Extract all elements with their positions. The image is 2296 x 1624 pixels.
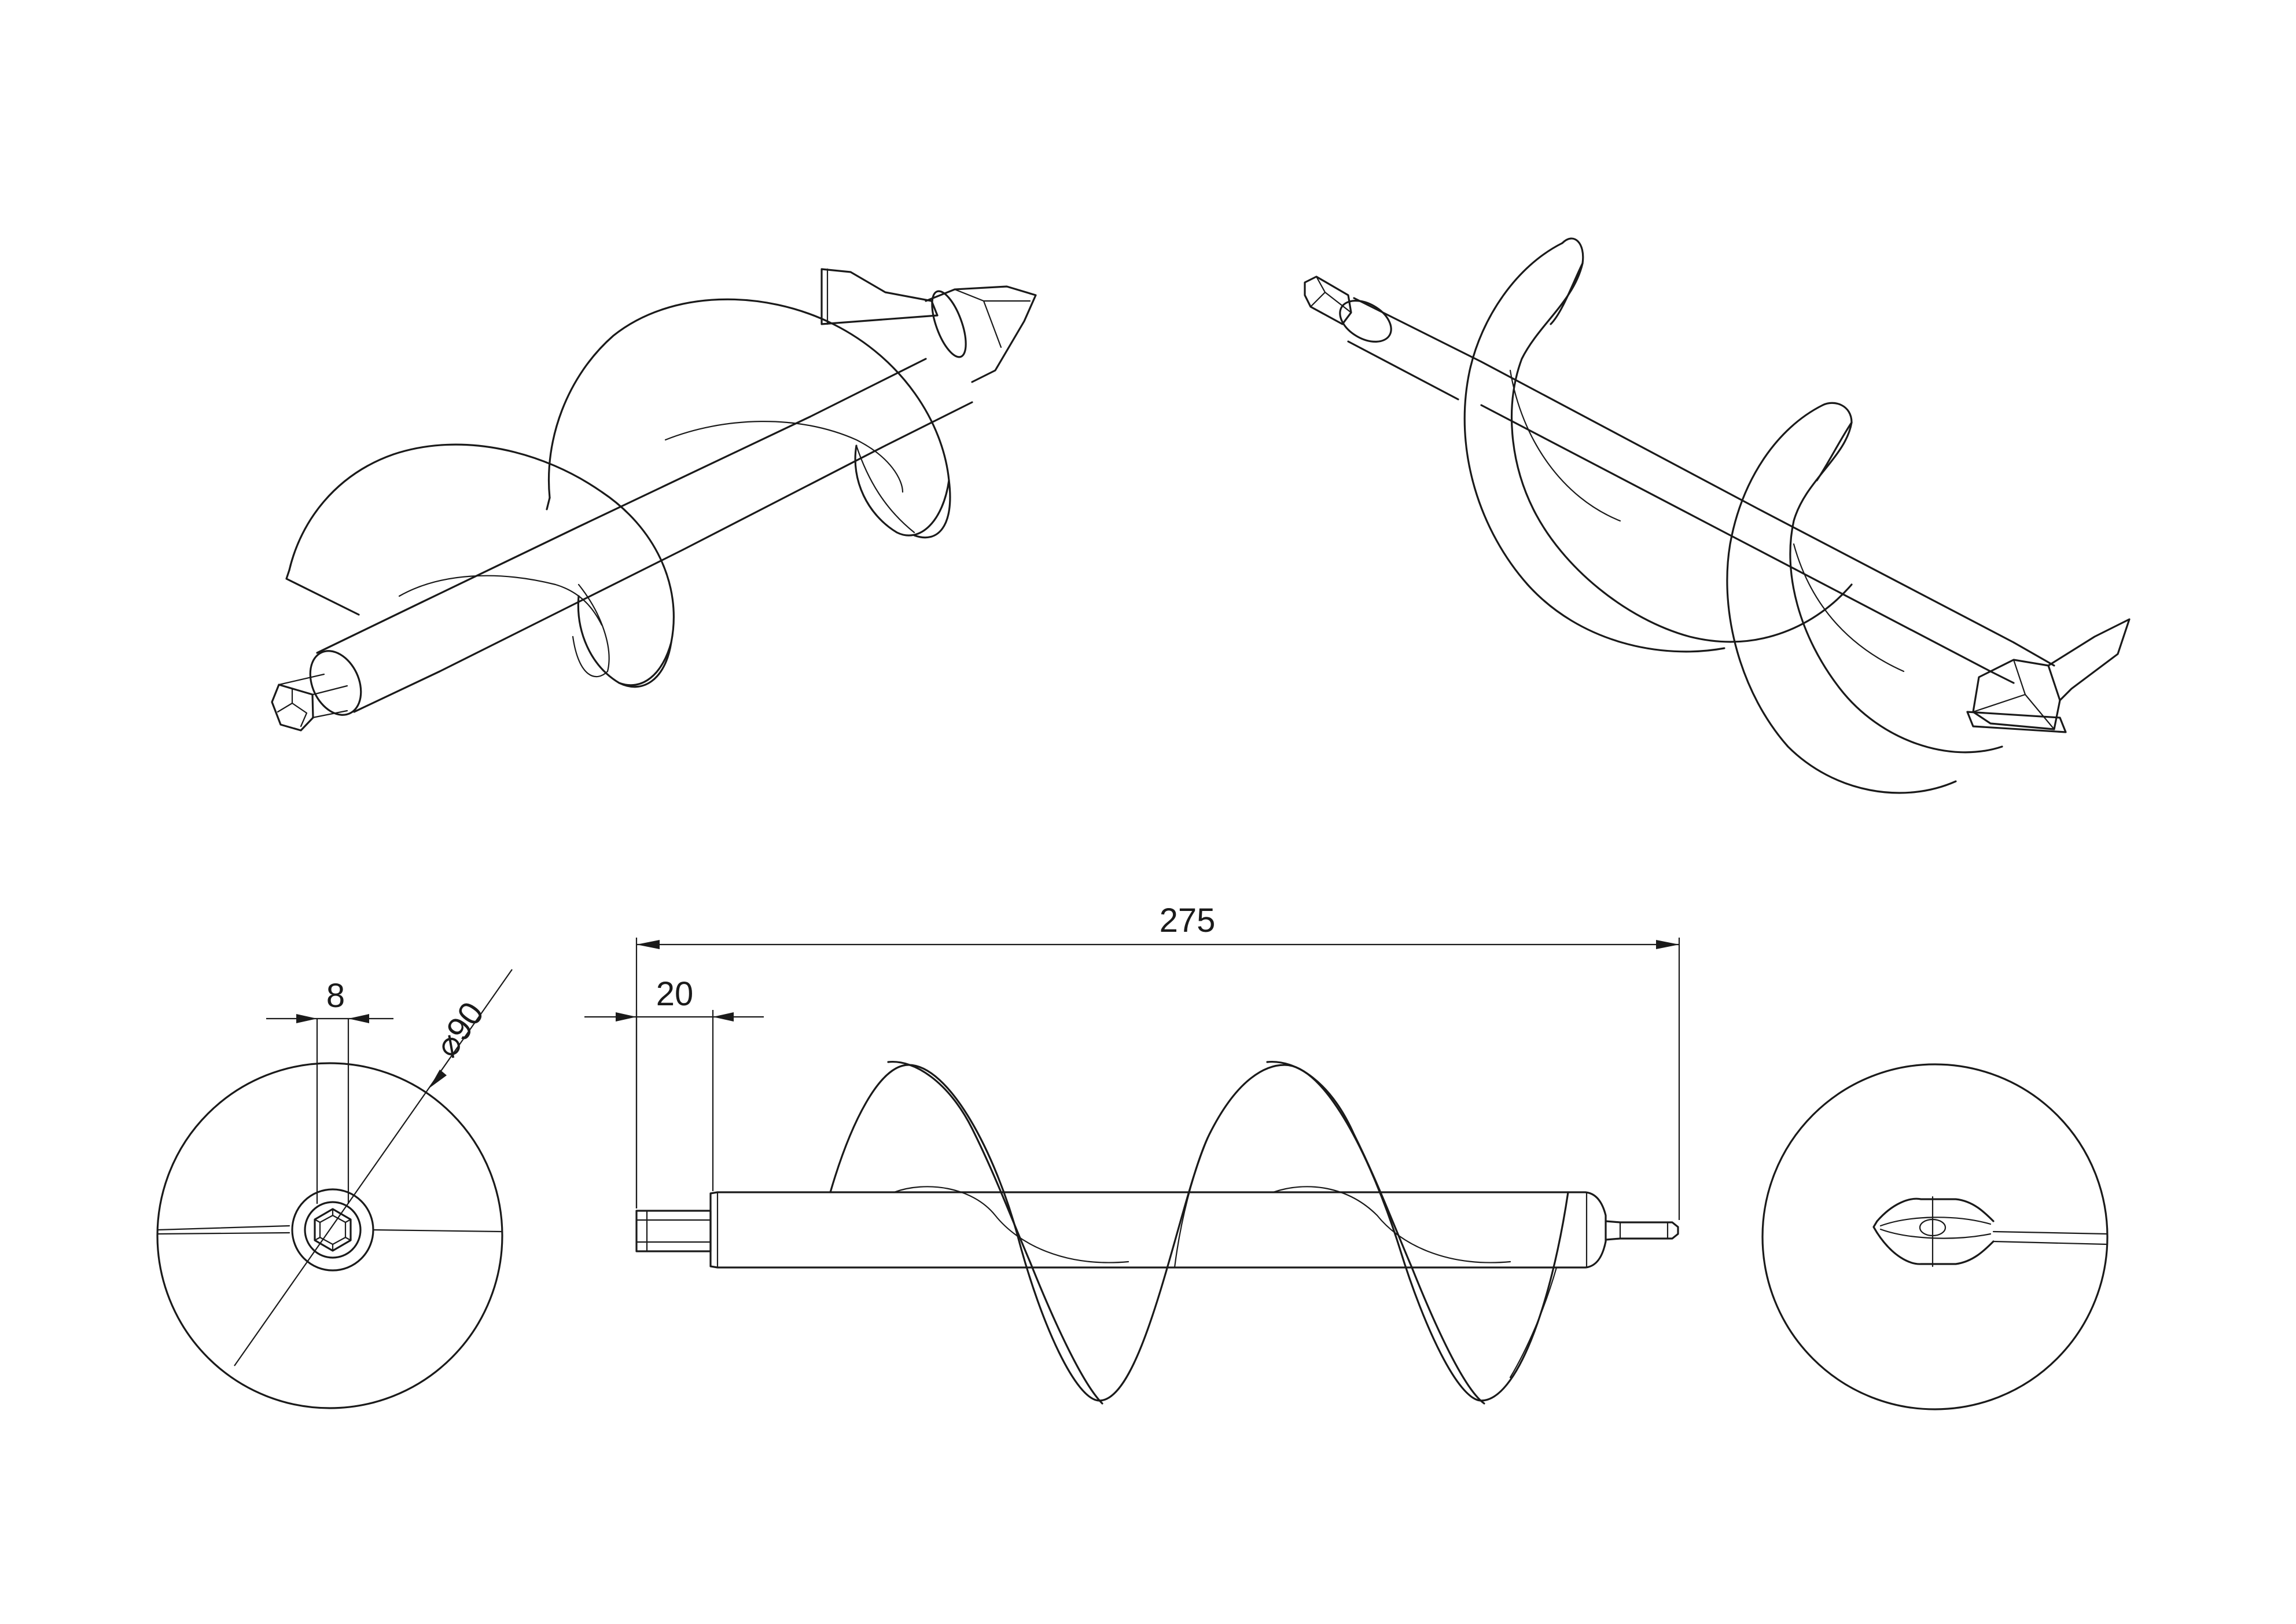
flight-2-right [1726,402,2003,794]
dimension-flight-diameter-label: ⌀90 [428,995,491,1064]
isometric-view-left [271,268,1037,732]
shaft-lower [309,526,580,716]
dimension-hex-width-label: 8 [326,977,345,1015]
side-view-pilot-tip [1605,1220,1679,1241]
shaft-upper [809,268,1037,447]
side-view-hex-shank [635,1210,712,1252]
flight-1 [285,443,675,688]
side-view [635,1060,1679,1405]
dimension-overall-length-label: 275 [1160,902,1216,939]
side-view-flights [829,1060,1569,1405]
shaft-right [1339,297,2055,684]
hex-drive-tip-right [1304,275,1352,325]
dimension-overall-length: 275 [635,902,1680,1220]
end-view-tip [1761,1063,2109,1410]
end-view-drive [156,1062,503,1409]
dimension-shank-length-label: 20 [656,975,694,1013]
flight-1-right [1463,237,1853,653]
dimension-flight-diameter: ⌀90 [234,969,513,1366]
cutter-tip-right [1966,618,2131,733]
hex-drive-tip [271,673,348,732]
shaft-middle [577,416,886,603]
flight-2 [546,298,951,539]
side-view-shaft [709,1191,1607,1269]
dimension-shank-length: 20 [584,975,764,1208]
dimension-hex-width: 8 [266,977,393,1204]
isometric-view-right [1304,237,2131,794]
